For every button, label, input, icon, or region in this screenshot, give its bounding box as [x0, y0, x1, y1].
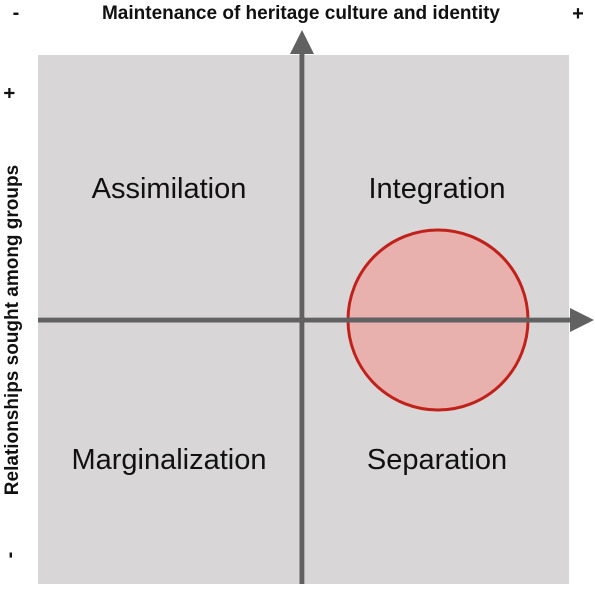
quadrant-label-assimilation: Assimilation — [92, 173, 247, 205]
quadrant-label-marginalization: Marginalization — [71, 444, 266, 476]
vertical-axis-arrowhead — [290, 30, 314, 54]
horizontal-axis-arrowhead — [570, 308, 594, 332]
horizontal-axis-plus-sign: + — [572, 3, 584, 25]
quadrant-label-integration: Integration — [368, 173, 505, 205]
vertical-axis-plus-sign: + — [0, 87, 21, 99]
quadrant-bottom-left — [38, 322, 300, 584]
horizontal-axis-title: Maintenance of heritage culture and iden… — [102, 3, 500, 24]
horizontal-axis-minus-sign: - — [13, 2, 20, 24]
quadrant-top-left — [38, 55, 300, 317]
vertical-axis-title: Relationships sought among groups — [2, 165, 23, 495]
vertical-axis-minus-sign: - — [0, 552, 21, 559]
quadrant-label-separation: Separation — [367, 444, 507, 476]
